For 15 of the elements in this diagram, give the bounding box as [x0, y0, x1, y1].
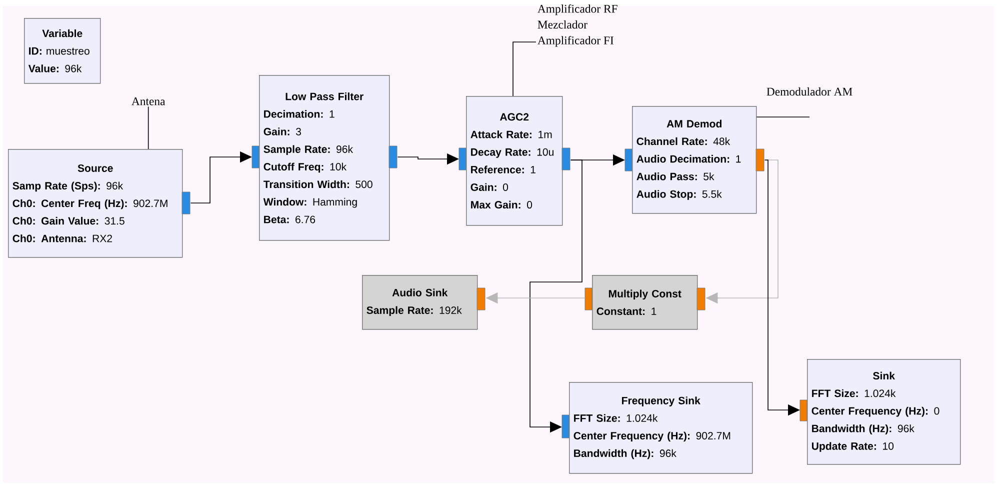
block-box: Frequency Sink FFT Size: 1.024k Center Frequency (Hz): 902.7M Bandwidth (Hz): 96k [569, 382, 753, 474]
annotation-text: Amplificador RF Mezclador Amplificador FI [538, 4, 618, 47]
block-box: Variable ID: muestreo Value: 96k [24, 18, 101, 84]
block-box: Multiply Const Constant: 1 [592, 275, 698, 330]
annotation-text: Demodulador AM [766, 87, 852, 96]
leader-line [148, 106, 149, 150]
block-box: Low Pass Filter Decimation: 1 Gain: 3 Sample Rate: 96k Cutoff Freq: 10k Transition Width: 500 Window: Hamming Beta: 6.76 [259, 75, 390, 241]
leader-line [756, 116, 810, 118]
block-box: Sink FFT Size: 1.024k Center Frequency (Hz): 0 Bandwidth (Hz): 96k Update Rate: 10 [807, 359, 961, 465]
annotation-text: Antena [132, 97, 166, 106]
block-box: AM Demod Channel Rate: 48k Audio Decimation: 1 Audio Pass: 5k Audio Stop: 5.5k [632, 106, 757, 214]
block-box: Audio Sink Sample Rate: 192k [362, 275, 478, 330]
block-box: Source Samp Rate (Sps): 96k Ch0: Center Freq (Hz): 902.7M Ch0: Gain Value: 31.5 Ch0: Antenna: RX2 [8, 149, 183, 258]
leader-line [512, 42, 536, 96]
block-box: AGC2 Attack Rate: 1m Decay Rate: 10u Reference: 1 Gain: 0 Max Gain: 0 [466, 96, 563, 226]
